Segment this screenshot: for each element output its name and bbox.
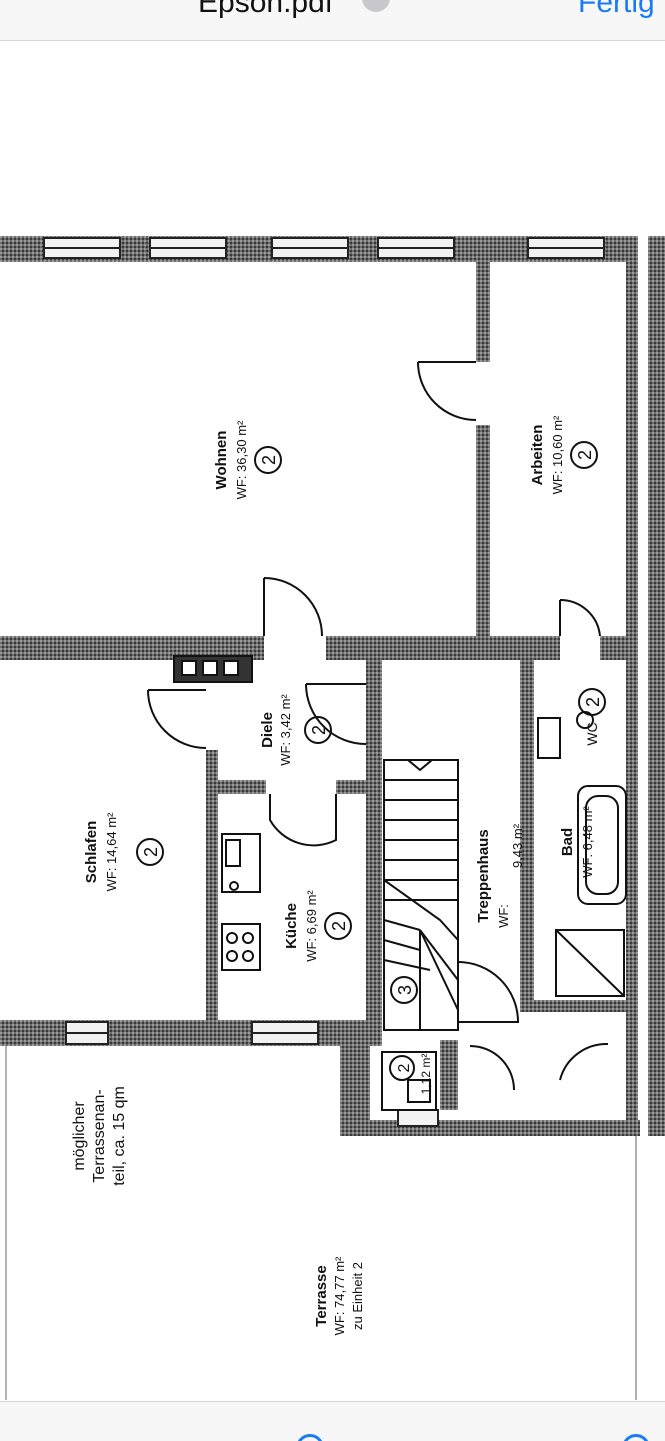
room-area-treppenhaus: 9,43 m²: [510, 823, 525, 868]
terrace-share-line3: teil, ca. 15 qm: [111, 1086, 128, 1186]
unit-no-wc: 2: [583, 697, 603, 707]
doors: [147, 361, 609, 1091]
room-area-diele: WF: 3,42 m²: [278, 694, 293, 766]
document-page: Wohnen WF: 36,30 m² 2 Arbeiten WF: 10,60…: [0, 41, 665, 1401]
room-name-wohnen: Wohnen: [213, 431, 230, 490]
terrace-outline: [5, 1046, 637, 1400]
room-area-hwr: 1,12 m²: [419, 1054, 433, 1095]
room-name-wc: WC: [584, 722, 600, 745]
terrace-share-line1: möglicher: [71, 1101, 88, 1171]
room-area-arbeiten: WF: 10,60 m²: [550, 415, 565, 494]
document-title: Epson.pdf: [198, 0, 334, 19]
bath-fixtures: [381, 711, 627, 1111]
room-name-terrasse: Terrasse: [313, 1265, 330, 1326]
floor-plan: Wohnen WF: 36,30 m² 2 Arbeiten WF: 10,60…: [0, 236, 665, 1400]
stair-marker: 3: [395, 985, 415, 995]
viewer-toolbar: Epson.pdf Fertig: [0, 0, 665, 41]
unit-no-kueche: 2: [329, 921, 349, 931]
unit-no-hwr: 2: [396, 1063, 413, 1072]
room-area-schlafen: WF: 14,64 m²: [104, 812, 119, 891]
terrasse-note: zu Einheit 2: [350, 1262, 365, 1330]
unit-no-schlafen: 2: [141, 847, 161, 857]
room-area-wohnen: WF: 36,30 m²: [234, 420, 249, 499]
unit-no-wohnen: 2: [259, 455, 279, 465]
room-name-arbeiten: Arbeiten: [529, 425, 546, 486]
room-name-kueche: Küche: [283, 903, 300, 949]
room-name-diele: Diele: [259, 712, 276, 748]
room-area-terrasse: WF: 74,77 m²: [332, 1256, 347, 1335]
walls: [0, 236, 665, 1136]
windows: [43, 237, 605, 1127]
unit-no-diele: 2: [309, 725, 329, 735]
unit-no-arbeiten: 2: [575, 450, 595, 460]
staircase: [383, 759, 459, 1031]
room-name-bad: Bad: [559, 828, 576, 856]
title-menu-icon[interactable]: [362, 0, 390, 12]
room-area-label-treppenhaus: WF:: [496, 904, 511, 928]
room-labels: Wohnen WF: 36,30 m² 2 Arbeiten WF: 10,60…: [71, 415, 606, 1335]
bottom-toolbar: [0, 1401, 665, 1441]
room-area-kueche: WF: 6,69 m²: [304, 890, 319, 962]
kitchen-fixtures: [173, 655, 261, 971]
room-name-treppenhaus: Treppenhaus: [475, 829, 492, 922]
terrace-share-line2: Terrassenan-: [91, 1089, 108, 1182]
room-name-schlafen: Schlafen: [83, 821, 100, 884]
done-button[interactable]: Fertig: [578, 0, 655, 19]
room-area-bad: WF: 6,48 m²: [580, 806, 595, 878]
